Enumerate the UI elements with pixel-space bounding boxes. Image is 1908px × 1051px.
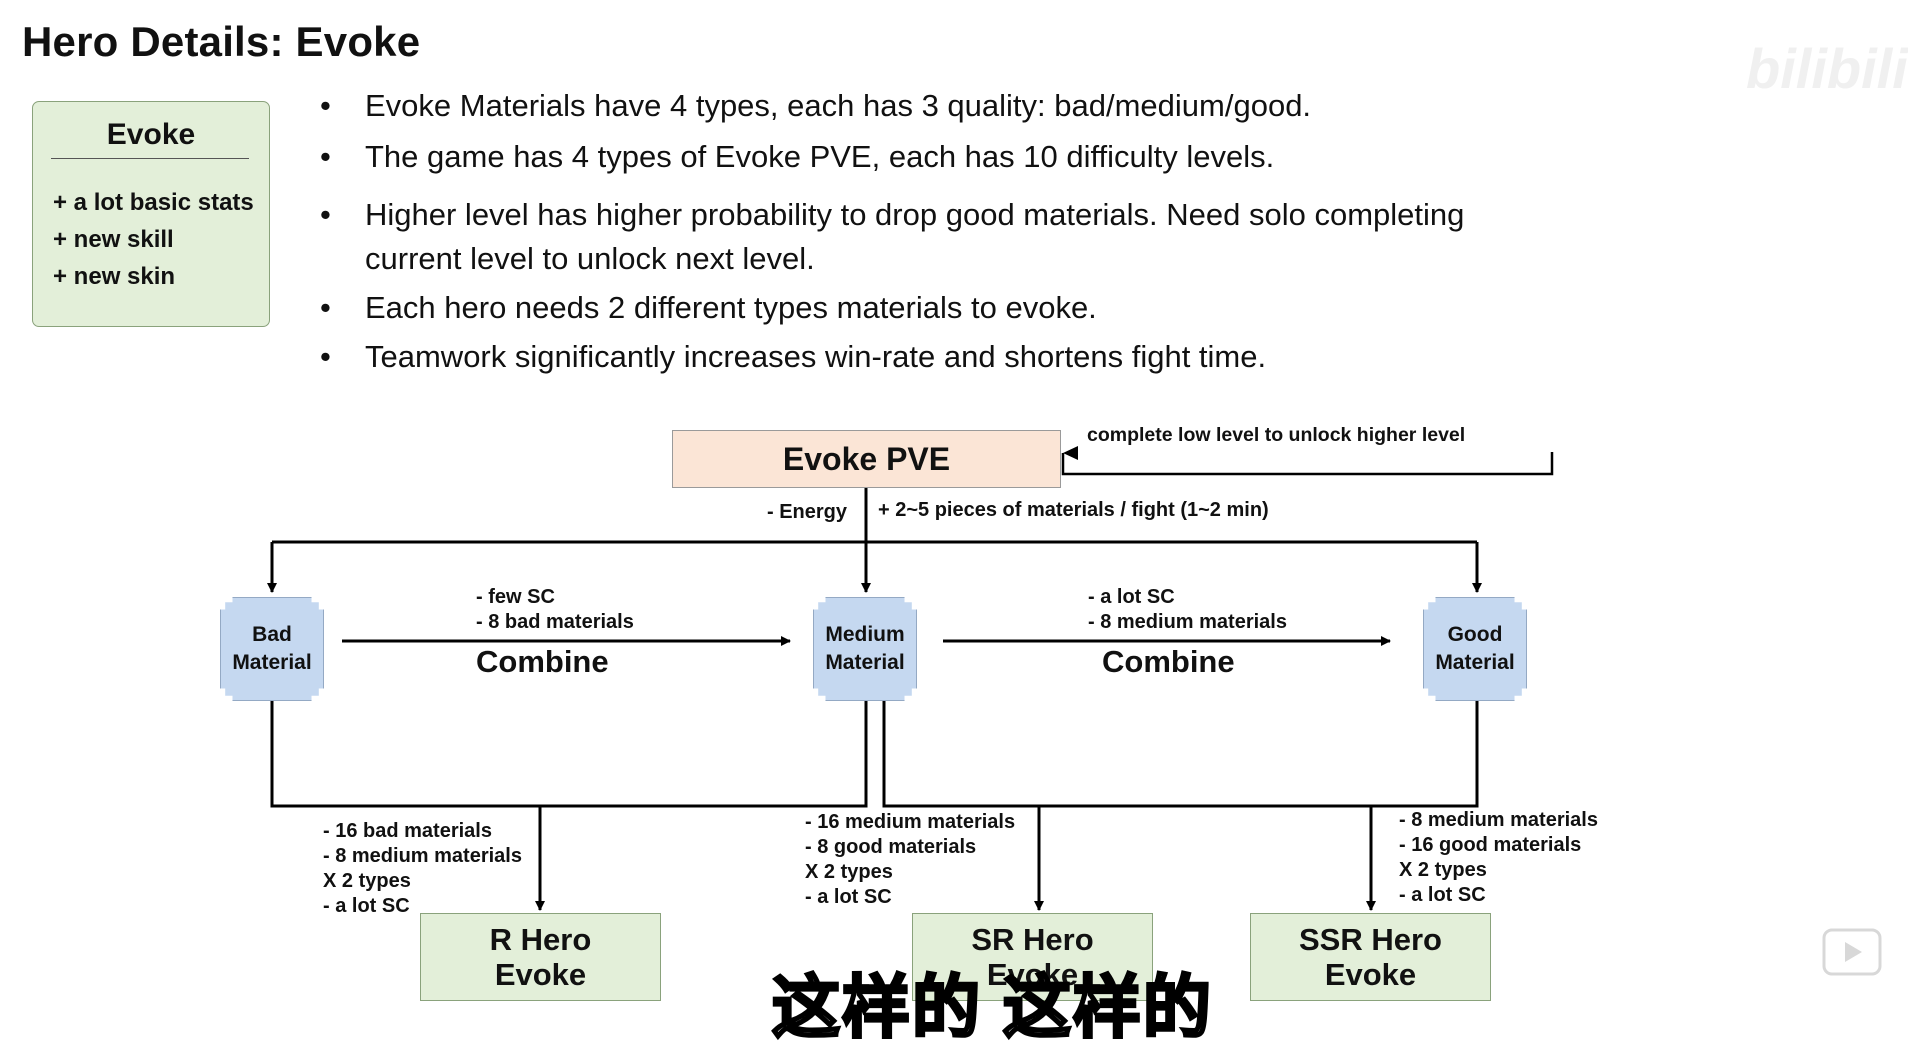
node-label: Material: [232, 651, 312, 674]
page-title: Hero Details: Evoke: [22, 18, 421, 65]
video-subtitle: 这样的 这样的: [771, 969, 1213, 1048]
ssr-hero-cost: - a lot SC: [1399, 884, 1486, 906]
combine1-cost: - 8 bad materials: [476, 611, 634, 633]
combine2-cost: - a lot SC: [1088, 586, 1175, 608]
ssr-hero-feed-line: [882, 700, 1479, 808]
bullet-text-continued: current level to unlock next level.: [365, 241, 815, 276]
bullet-text: The game has 4 types of Evoke PVE, each …: [365, 139, 1275, 174]
combine2-label: Combine: [1102, 644, 1235, 679]
hero-label: SSR Hero: [1299, 922, 1442, 957]
play-icon[interactable]: [1822, 928, 1882, 978]
node-label: Material: [825, 651, 905, 674]
drop-label: + 2~5 pieces of materials / fight (1~2 m…: [878, 499, 1269, 521]
bullet-text: Teamwork significantly increases win-rat…: [365, 339, 1267, 374]
sr-hero-cost: - a lot SC: [805, 886, 892, 908]
evoke-box-item: + a lot basic stats: [53, 189, 254, 216]
hero-label: R Hero: [489, 922, 592, 957]
evoke-summary-box: Evoke + a lot basic stats + new skill + …: [32, 101, 270, 327]
node-label: Material: [1435, 651, 1515, 674]
bullet-marker: •: [320, 339, 331, 374]
node-label: Good: [1447, 623, 1503, 646]
sr-hero-cost: - 8 good materials: [805, 836, 977, 858]
evoke-box-heading: Evoke: [106, 118, 196, 151]
evoke-box-item: + new skill: [53, 226, 174, 253]
r-hero-cost: - 8 medium materials: [323, 845, 522, 867]
sr-hero-cost: - 16 medium materials: [805, 811, 1016, 833]
bullet-text: Evoke Materials have 4 types, each has 3…: [365, 88, 1312, 123]
unlock-loop-arrow: [1061, 452, 1554, 476]
node-label: Medium: [825, 623, 905, 646]
ssr-hero-cost: - 16 good materials: [1399, 834, 1582, 856]
evoke-box-item: + new skin: [53, 263, 176, 290]
r-hero-evoke-box: R Hero Evoke: [420, 913, 661, 1001]
hero-label: SR Hero: [971, 922, 1094, 957]
r-hero-cost: - a lot SC: [323, 895, 410, 917]
ssr-hero-evoke-box: SSR Hero Evoke: [1250, 913, 1491, 1001]
watermark-logo: bilibili: [1746, 37, 1908, 100]
sr-hero-evoke-box: SR Hero Evoke: [912, 913, 1153, 1001]
unlock-loop-arrowhead: [1063, 446, 1078, 460]
r-hero-feed-line: [270, 700, 868, 808]
combine1-label: Combine: [476, 644, 609, 679]
bullet-marker: •: [320, 290, 331, 325]
evoke-pve-box: Evoke PVE: [672, 430, 1061, 488]
r-hero-cost: - 16 bad materials: [323, 820, 492, 842]
bullet-marker: •: [320, 88, 331, 123]
hero-label: Evoke: [986, 957, 1079, 992]
bullet-text: Each hero needs 2 different types materi…: [365, 290, 1097, 325]
ssr-hero-cost: X 2 types: [1399, 859, 1487, 881]
hero-label: Evoke: [1324, 957, 1417, 992]
r-hero-cost: X 2 types: [323, 870, 411, 892]
ssr-hero-cost: - 8 medium materials: [1399, 809, 1598, 831]
combine1-cost: - few SC: [476, 586, 555, 608]
sr-hero-cost: X 2 types: [805, 861, 893, 883]
node-label: Bad: [252, 623, 292, 646]
bullet-marker: •: [320, 197, 331, 232]
combine2-cost: - 8 medium materials: [1088, 611, 1287, 633]
bullet-marker: •: [320, 139, 331, 174]
bullet-text: Higher level has higher probability to d…: [365, 197, 1465, 232]
unlock-label: complete low level to unlock higher leve…: [1087, 424, 1466, 446]
hero-label: Evoke: [494, 957, 587, 992]
energy-label: - Energy: [767, 501, 848, 523]
evoke-box-divider: [51, 158, 249, 159]
